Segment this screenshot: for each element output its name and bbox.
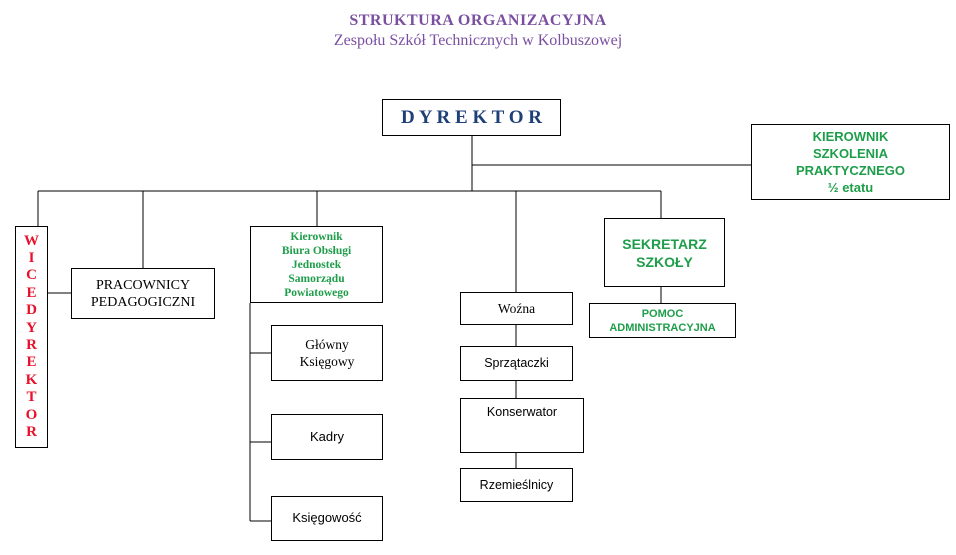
page-subtitle: Zespołu Szkół Technicznych w Kolbuszowej <box>333 32 623 49</box>
office-head-box: Kierownik Biura Obsługi Jednostek Samorz… <box>250 226 383 303</box>
secretary-label: SEKRETARZ SZKOŁY <box>622 235 707 270</box>
vice-director-letter: K <box>25 371 38 388</box>
vice-director-letter: D <box>26 302 37 319</box>
office-head-label: Kierownik Biura Obsługi Jednostek Samorz… <box>281 230 352 299</box>
chief-accountant-box: Główny Księgowy <box>271 325 383 381</box>
craftsmen-box: Rzemieślnicy <box>460 468 573 502</box>
director-label: D Y R E K T O R <box>401 106 542 128</box>
craftsmen-label: Rzemieślnicy <box>479 477 554 492</box>
vice-director-letter: I <box>28 249 35 266</box>
vice-director-letter: R <box>26 424 37 441</box>
admin-assistant-label: POMOC ADMINISTRACYJNA <box>609 307 716 334</box>
cleaners-box: Sprzątaczki <box>460 346 573 381</box>
hr-box: Kadry <box>271 414 383 460</box>
maintenance-box: Konserwator <box>460 398 584 453</box>
vice-director-letter: R <box>26 337 37 353</box>
janitor-box: Woźna <box>460 292 573 325</box>
training-head-box: KIEROWNIK SZKOLENIA PRAKTYCZNEGO ½ etatu <box>751 124 950 200</box>
accounting-box: Księgowość <box>271 496 383 541</box>
vice-director-letter: C <box>26 267 37 284</box>
maintenance-label: Konserwator <box>486 405 558 419</box>
chief-accountant-label: Główny Księgowy <box>299 337 355 369</box>
director-box: D Y R E K T O R <box>382 99 561 136</box>
vice-director-letter: T <box>26 389 37 406</box>
janitor-label: Woźna <box>497 300 536 316</box>
vice-director-letter: O <box>25 406 38 423</box>
cleaners-label: Sprzątaczki <box>484 356 549 371</box>
training-head-label: KIEROWNIK SZKOLENIA PRAKTYCZNEGO ½ etatu <box>795 129 906 195</box>
vice-director-letter: W <box>24 232 39 249</box>
vice-director-letter: E <box>26 354 37 371</box>
teachers-box: PRACOWNICY PEDAGOGICZNI <box>71 268 215 319</box>
vice-director-letter: Y <box>26 319 37 336</box>
secretary-box: SEKRETARZ SZKOŁY <box>604 218 725 287</box>
admin-assistant-box: POMOC ADMINISTRACYJNA <box>589 303 736 338</box>
page-title: STRUKTURA ORGANIZACYJNA <box>349 12 607 29</box>
accounting-label: Księgowość <box>292 510 362 526</box>
teachers-label: PRACOWNICY PEDAGOGICZNI <box>90 277 196 310</box>
vice-director-letter: E <box>26 284 37 301</box>
hr-label: Kadry <box>310 428 344 444</box>
